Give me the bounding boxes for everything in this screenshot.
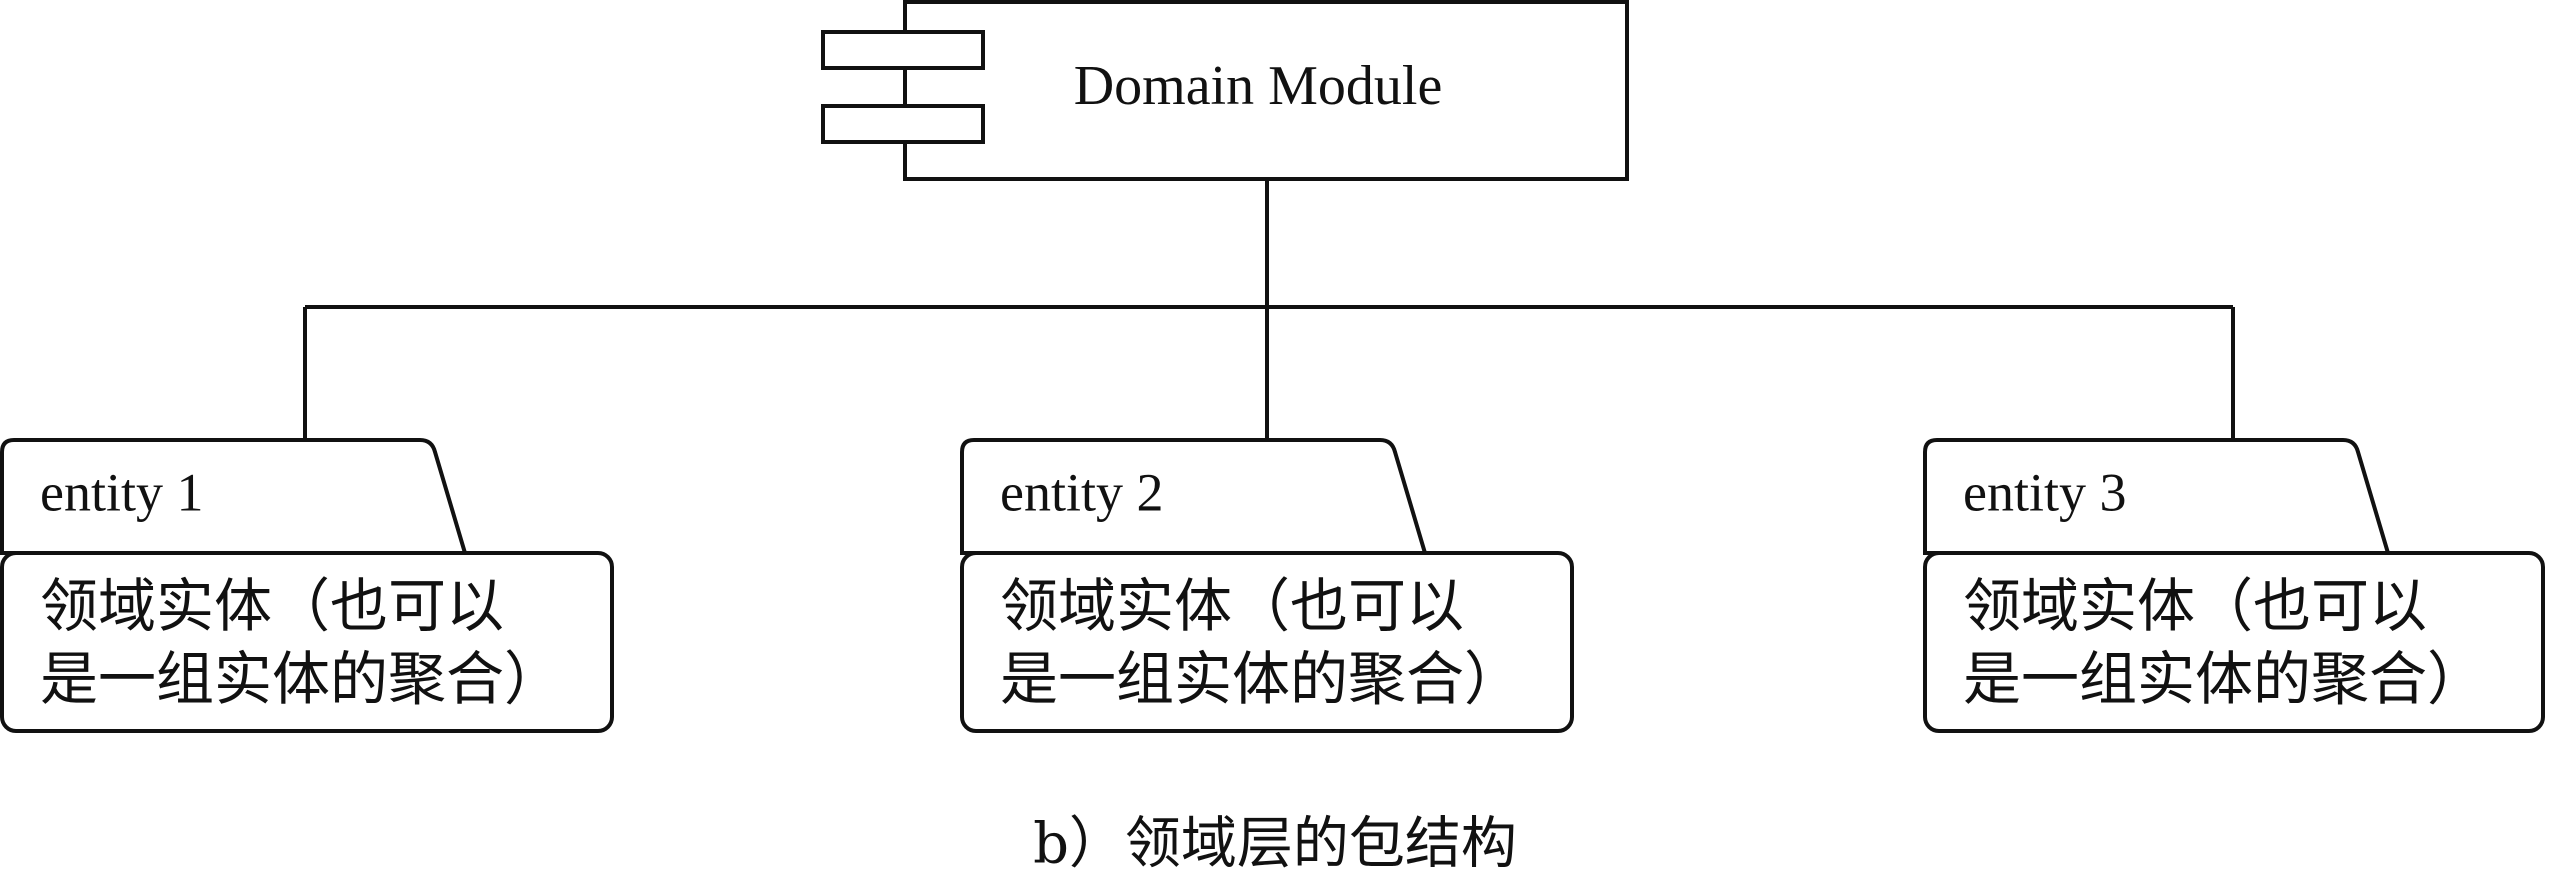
entity-package-tab (0, 438, 468, 555)
entity-package-body-line-2: 是一组实体的聚合） (40, 645, 562, 713)
connector-tree (303, 179, 2235, 440)
figure-caption: b）领域层的包结构 (1033, 812, 1517, 877)
entity-package-tab-label: entity 2 (1000, 462, 1163, 522)
component-port-icon-top (821, 30, 985, 70)
entity-package-body (960, 551, 1574, 733)
domain-module-label: Domain Module (1074, 55, 1443, 117)
entity-package-body-line-2: 是一组实体的聚合） (1000, 645, 1522, 713)
entity-package-body (0, 551, 614, 733)
entity-package-2: entity 2 领域实体（也可以 是一组实体的聚合） (960, 438, 1574, 733)
entity-package-tab-label: entity 1 (40, 462, 203, 522)
entity-package-body-line-2: 是一组实体的聚合） (1963, 645, 2485, 713)
entity-package-tab (960, 438, 1428, 555)
entity-package-tab-label: entity 3 (1963, 462, 2126, 522)
entity-package-body-line-1: 领域实体（也可以 (40, 572, 504, 640)
entity-package-body-line-1: 领域实体（也可以 (1000, 572, 1464, 640)
entity-package-3: entity 3 领域实体（也可以 是一组实体的聚合） (1923, 438, 2545, 733)
domain-module-box (903, 0, 1629, 181)
entity-package-tab (1923, 438, 2391, 555)
entity-package-1: entity 1 领域实体（也可以 是一组实体的聚合） (0, 438, 614, 733)
entity-package-body (1923, 551, 2545, 733)
domain-module-component: Domain Module (821, 0, 1629, 181)
entity-package-body-line-1: 领域实体（也可以 (1963, 572, 2427, 640)
component-port-icon-bottom (821, 104, 985, 144)
